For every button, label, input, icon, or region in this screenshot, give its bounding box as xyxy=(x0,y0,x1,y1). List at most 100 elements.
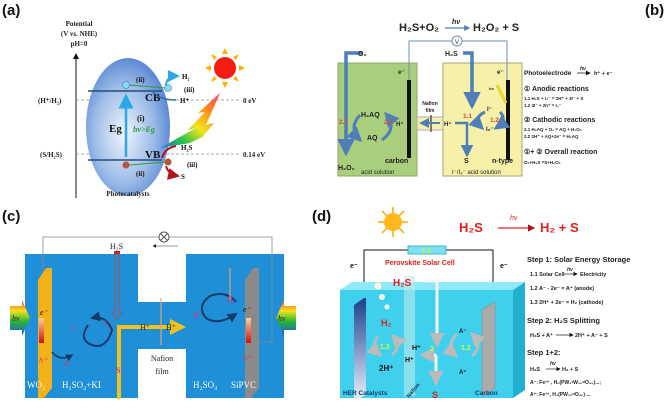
tank-side xyxy=(513,282,525,398)
solar-cell-label: Perovskite Solar Cell xyxy=(385,260,455,267)
light-beam-icon xyxy=(495,84,508,104)
solar-cell-step: 1.1 xyxy=(422,249,431,255)
step2-right: 2H⁺ + A⁻ + S xyxy=(575,332,608,339)
h2s-label: H₂S xyxy=(393,278,412,289)
vb-label: VB xyxy=(145,149,161,161)
h2-evolution-arrow xyxy=(165,70,180,87)
equation-left: H₂S xyxy=(459,220,483,235)
hv-label-right: hν xyxy=(278,314,286,323)
cathodic-reaction-2: 2.2 2H⁺ + AQ+2e⁻ = H₂AQ xyxy=(524,134,579,139)
step-ii-cb: (ii) xyxy=(136,76,145,84)
cycle-arrow-22 xyxy=(381,111,400,142)
step-iii-vb: (iii) xyxy=(187,161,198,169)
panel-label-a: (a) xyxy=(2,2,20,19)
cathodic-reaction-1: 2.1 H₂AQ + O₂ = AQ + H₂O₂ xyxy=(524,127,582,132)
wo3-charge-bar xyxy=(39,318,44,343)
h2-bubble xyxy=(384,304,390,310)
step1-hv: hν xyxy=(567,267,573,273)
aminus-label: A⁻ xyxy=(459,329,467,335)
electron-label-right: e⁻ xyxy=(500,263,508,270)
hv-label: hν xyxy=(452,19,460,26)
cycle-arrow-11 xyxy=(468,110,486,131)
electron-label-left: e⁻ xyxy=(398,70,405,76)
step-22-label: 2.2 xyxy=(384,119,393,126)
anodic-reaction-2: 1.2 3I⁻ + 2h⁺ = I₃⁻ xyxy=(524,103,562,108)
sipvc-label: SiPVC xyxy=(231,380,256,390)
external-wire xyxy=(42,236,273,343)
overall-reaction: O₂+H₂S =S+H₂O₂ xyxy=(524,160,561,165)
s-label: S xyxy=(432,390,438,400)
photocatalysts-caption: Photocatalysts xyxy=(106,190,149,198)
photoelectrode-products: h⁺ + e⁻ xyxy=(594,70,613,77)
panel-label-b: (b) xyxy=(645,2,664,19)
hole-transfer-line xyxy=(128,161,167,166)
hplus-label-upper: H⁺ xyxy=(412,345,421,352)
wo3-photoanode xyxy=(38,268,52,398)
step1-item-1: 1.1 Solar Cell xyxy=(530,272,565,278)
vb-ev-label: 0.14 eV xyxy=(243,151,265,159)
h2s-flow-arrow xyxy=(425,279,445,348)
h2o2-label: H₂O₂ xyxy=(338,165,355,172)
step1-title: Step 1: Solar Energy Storage xyxy=(527,255,630,264)
sun-icon xyxy=(205,48,245,88)
hole-icon xyxy=(164,158,172,166)
aminus-definition: A⁻: Fe²⁺ , H₅(PW₂ᵛW₁₀ᵛᴵO₄₀)...; xyxy=(530,380,601,386)
h2s-inlet-label: H₂S xyxy=(110,242,123,251)
electron-label-sipvc: e⁻ xyxy=(243,305,252,314)
hplus-label-right: H⁺ xyxy=(444,121,452,128)
step-12-label: 1.2 xyxy=(461,345,471,352)
hplus-label-left: H⁺ xyxy=(396,121,404,128)
photocatalyst-particle xyxy=(86,58,170,196)
hv-beam-label: hν xyxy=(489,86,494,91)
s-couple-label: (S/H₂S) xyxy=(40,151,63,159)
overall-title: ①+ ② Overall reaction xyxy=(524,148,597,156)
step-11-label: 1.1 xyxy=(463,113,472,120)
hplus-label-lower: H⁺ xyxy=(405,357,414,364)
lamp-cross xyxy=(160,233,168,241)
h2-bubble xyxy=(374,282,382,290)
anodic-title: ① Anodic reactions xyxy=(524,85,589,93)
h2s-flow-arrow xyxy=(463,51,481,110)
light-arrow-left xyxy=(10,300,30,336)
carbon-electrode xyxy=(481,302,496,396)
s-arrow xyxy=(165,165,180,180)
her-catalysts-label: HER Catalysts xyxy=(343,390,388,397)
panel-d: (d) H₂S H₂ + S hν 1.1 Perovskite Solar C… xyxy=(312,207,630,400)
h2-label: H₂ xyxy=(227,295,236,304)
bandgap-label: Eg xyxy=(109,123,122,135)
step-13-label: 1.3 xyxy=(380,344,390,351)
carbon-label: Carbon xyxy=(475,390,498,397)
hole-icon xyxy=(122,161,130,169)
perovskite-solar-cell xyxy=(407,245,447,255)
tank-top xyxy=(340,282,525,290)
h-couple-label: (H⁺/H₂) xyxy=(38,97,62,105)
proton-cycle-arrow xyxy=(200,293,238,323)
light-arrow-right xyxy=(276,300,296,336)
nafion-label-line2: film xyxy=(155,367,169,376)
step-ii-vb: (ii) xyxy=(136,170,145,178)
hv-label-left: hν xyxy=(12,314,20,323)
equation-left: H₂S+O₂ xyxy=(399,22,439,34)
step1-item-electricity: Electricity xyxy=(580,272,607,278)
left-electrolyte-label: H₂SO₄+KI xyxy=(62,380,101,390)
panel-label-d: (d) xyxy=(312,208,331,225)
sipvc-photocathode xyxy=(245,268,259,398)
right-electrolyte-label: H₂SO₄ xyxy=(193,380,217,390)
nafion-membrane xyxy=(404,276,415,396)
panel-c: (c) H₂S hν hν I⁻ I₃⁻ h⁺ h⁺ h⁺ H⁺ xyxy=(2,208,296,399)
h2s-label: H₂S xyxy=(445,51,458,58)
photoelectrode-hv: hν xyxy=(580,66,586,72)
h2-product: H₂ xyxy=(182,73,190,81)
nafion-label-line1: Nafion xyxy=(422,101,438,107)
h2s-reactant: H₂S xyxy=(181,144,193,152)
electron-label-left: e⁻ xyxy=(350,263,358,270)
iodide-label: I⁻ xyxy=(487,107,492,113)
step-list-d: Step 1: Solar Energy Storage 1.1 Solar C… xyxy=(527,255,630,398)
h2s-arrow xyxy=(161,145,177,159)
step12-right: H₂ + S xyxy=(562,367,579,373)
aplus-label: A⁺ xyxy=(459,369,467,376)
hplus-arrow xyxy=(151,90,177,101)
step-21-label: 2.1 xyxy=(339,119,348,126)
h2s-inlet-cap xyxy=(114,251,120,254)
reaction-list-b: Photoelectrode hν h⁺ + e⁻ ① Anodic react… xyxy=(524,66,613,165)
